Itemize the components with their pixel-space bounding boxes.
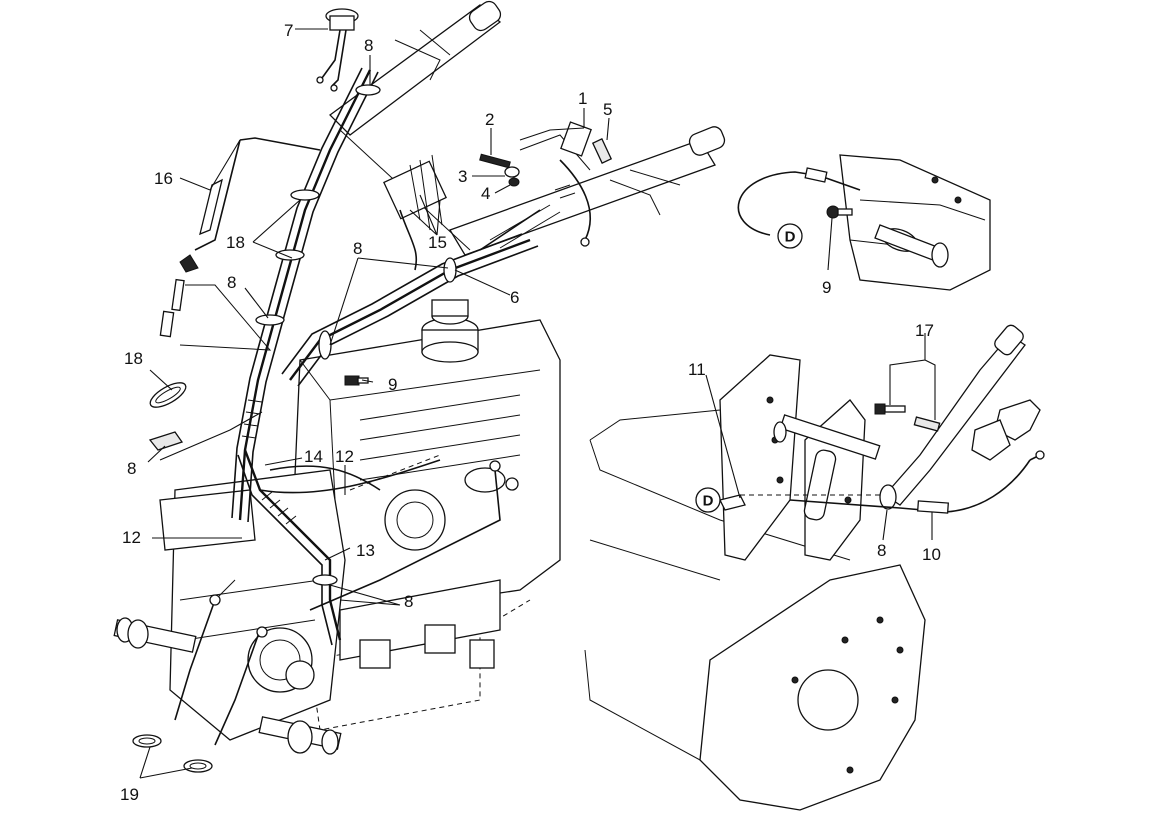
callout-12: 12 <box>335 447 354 466</box>
callout-8: 8 <box>364 36 373 55</box>
axles-wheels-hub <box>113 579 501 755</box>
callout-8: 8 <box>227 273 236 292</box>
detail-bracket-top-right <box>737 154 991 291</box>
callout-13: 13 <box>356 541 375 560</box>
callout-8: 8 <box>127 459 136 478</box>
callout-6: 6 <box>510 288 519 307</box>
control-handle-right <box>789 324 1045 514</box>
callout-1: 1 <box>578 89 587 108</box>
callout-8: 8 <box>877 541 886 560</box>
callout-19: 19 <box>120 785 139 804</box>
leader-lines <box>139 28 936 779</box>
wire-harness <box>132 8 613 773</box>
engine-block <box>289 299 561 731</box>
connector-d-bottom-label: D <box>703 493 714 510</box>
callout-7: 7 <box>284 21 293 40</box>
callout-3: 3 <box>458 167 467 186</box>
callout-8: 8 <box>404 592 413 611</box>
connector-d-top-label: D <box>785 229 796 246</box>
connector-d-bottom: D <box>695 487 721 513</box>
callout-9: 9 <box>822 278 831 297</box>
callout-15: 15 <box>428 233 447 252</box>
callout-14: 14 <box>304 447 323 466</box>
callout-17: 17 <box>915 321 934 340</box>
callout-10: 10 <box>922 545 941 564</box>
auger-housing <box>584 354 926 811</box>
callout-2: 2 <box>485 110 494 129</box>
callout-9: 9 <box>388 375 397 394</box>
callout-labels: 7 8 1 2 5 3 4 16 15 18 8 6 8 9 9 18 8 14… <box>120 21 941 804</box>
callout-8: 8 <box>353 239 362 258</box>
callout-18: 18 <box>226 233 245 252</box>
callout-11: 11 <box>688 360 706 379</box>
callout-18: 18 <box>124 349 143 368</box>
callout-12: 12 <box>122 528 141 547</box>
callout-5: 5 <box>603 100 612 119</box>
callout-16: 16 <box>154 169 173 188</box>
transmission-housing <box>159 469 346 741</box>
connector-d-top: D <box>777 223 803 249</box>
callout-4: 4 <box>481 184 490 203</box>
